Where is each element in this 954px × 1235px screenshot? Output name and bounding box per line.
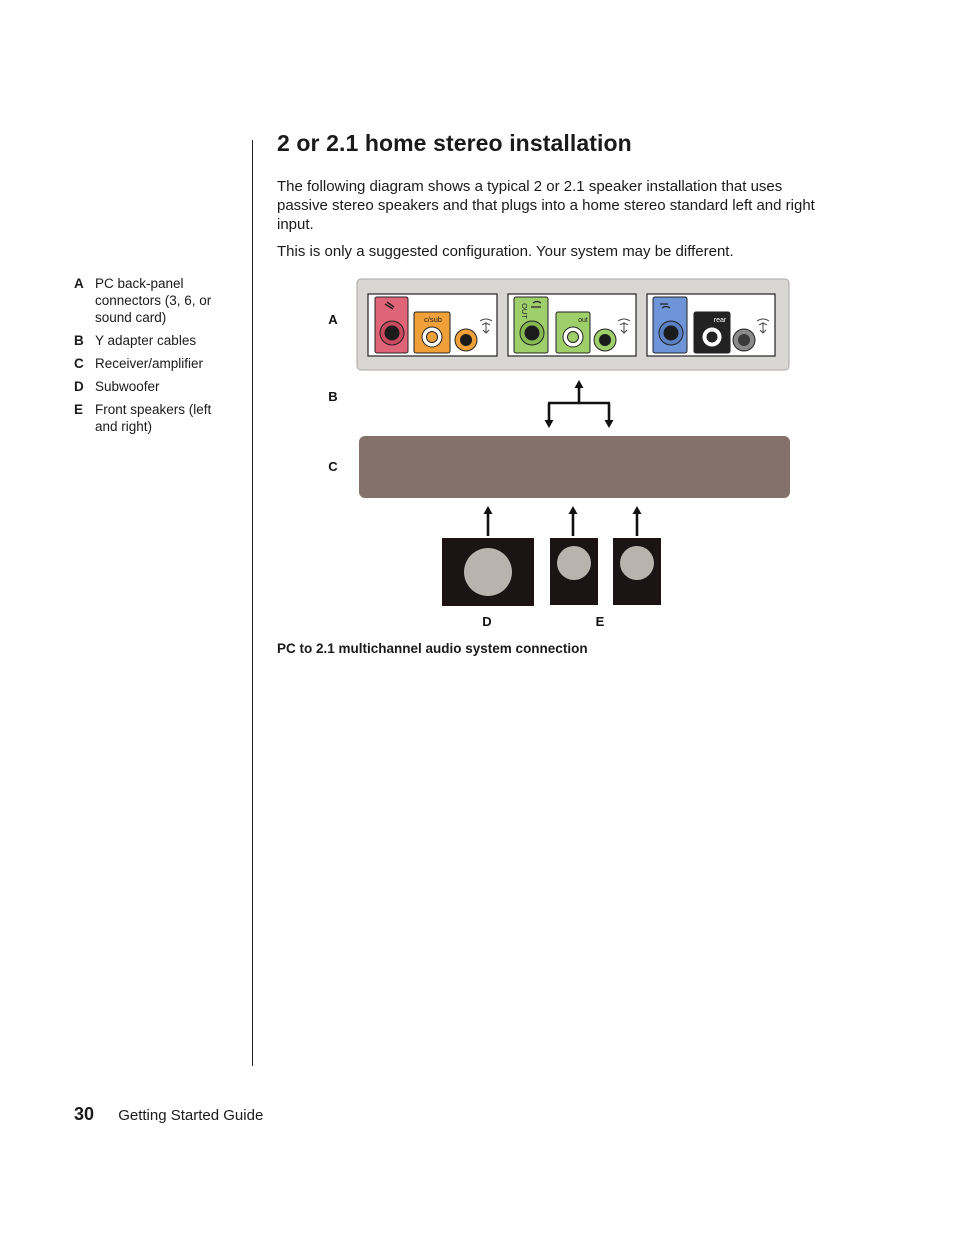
line-in-icon: [660, 303, 671, 309]
connector-group-3: rear: [646, 293, 776, 357]
legend-item-c: C Receiver/amplifier: [74, 355, 244, 372]
diagram-label-a: A: [328, 312, 338, 327]
legend-text: Receiver/amplifier: [95, 356, 204, 371]
microphone-icon: [384, 301, 395, 310]
subwoofer: [442, 538, 534, 606]
connector-group-2: OUT out: [507, 293, 637, 357]
legend-text: Front speakers (left and right): [95, 402, 212, 434]
spdif-icon: [617, 318, 631, 334]
y-adapter-arrows: [544, 380, 614, 428]
legend-key: D: [74, 379, 84, 394]
footer-title: Getting Started Guide: [118, 1107, 264, 1124]
legend-text: PC back-panel connectors (3, 6, or sound…: [95, 276, 212, 325]
diagram-label-b: B: [328, 389, 337, 404]
legend-text: Subwoofer: [95, 379, 160, 394]
front-speaker-left: [550, 538, 598, 605]
out-vertical-label: OUT: [520, 303, 529, 319]
rear-label: rear: [714, 317, 727, 324]
page-number: 30: [74, 1104, 95, 1124]
diagram-label-e: E: [596, 614, 605, 629]
margin-rule: [252, 140, 253, 1066]
connection-diagram: A B C c/sub OUT out: [328, 278, 790, 629]
front-speaker-right: [613, 538, 661, 605]
intro-paragraph: The following diagram shows a typical 2 …: [277, 178, 815, 233]
diagram-legend: A PC back-panel connectors (3, 6, or sou…: [74, 275, 244, 441]
legend-item-e: E Front speakers (left and right): [74, 401, 244, 435]
connector-group-1: c/sub: [367, 293, 498, 357]
legend-item-a: A PC back-panel connectors (3, 6, or sou…: [74, 275, 244, 326]
legend-key: A: [74, 276, 84, 291]
legend-key: B: [74, 333, 84, 348]
legend-item-d: D Subwoofer: [74, 378, 244, 395]
figure-caption: PC to 2.1 multichannel audio system conn…: [277, 641, 588, 656]
diagram-label-c: C: [328, 459, 338, 474]
receiver-amplifier: [359, 436, 790, 498]
page-footer: 30 Getting Started Guide: [74, 1104, 263, 1125]
spdif-icon: [479, 318, 493, 334]
csub-label: c/sub: [424, 315, 442, 324]
legend-item-b: B Y adapter cables: [74, 332, 244, 349]
out-label: out: [578, 317, 588, 324]
legend-text: Y adapter cables: [95, 333, 197, 348]
legend-key: E: [74, 402, 84, 417]
note-paragraph: This is only a suggested configuration. …: [277, 243, 734, 260]
speaker-arrows: [483, 506, 642, 536]
spdif-icon: [756, 318, 770, 334]
diagram-label-d: D: [482, 614, 491, 629]
legend-key: C: [74, 356, 84, 371]
line-out-icon: [531, 300, 542, 308]
page-title: 2 or 2.1 home stereo installation: [277, 130, 632, 156]
